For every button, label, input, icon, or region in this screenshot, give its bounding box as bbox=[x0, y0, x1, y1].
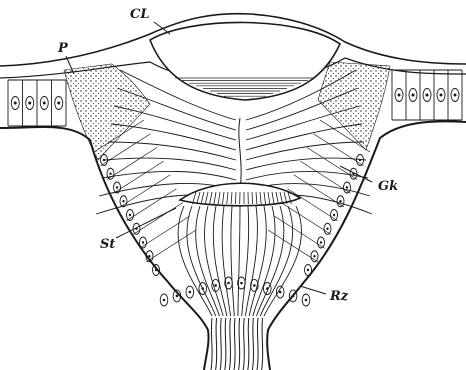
hypodermis-right-cell-nucleolus bbox=[454, 94, 457, 97]
side-cell-nucleolus-left bbox=[109, 173, 111, 175]
side-cell-wall-left bbox=[133, 203, 183, 235]
retinula-cell-wall bbox=[187, 206, 216, 316]
retinula-nucleolus bbox=[189, 291, 192, 294]
fan-right-stroke bbox=[246, 158, 366, 170]
retinula-nucleolus bbox=[253, 284, 256, 287]
nerve-fiber bbox=[229, 318, 230, 370]
nerve-fiber bbox=[239, 318, 240, 370]
nerve-fiber bbox=[220, 318, 221, 370]
optic-nerve bbox=[211, 318, 263, 370]
hypodermis-right-cell-nucleolus bbox=[412, 94, 415, 97]
side-cell-nucleolus-left bbox=[116, 186, 118, 188]
side-cell-wall-left bbox=[114, 161, 164, 193]
cl-leader-line bbox=[154, 22, 170, 34]
side-cell-nucleolus-right bbox=[307, 269, 309, 271]
side-cell-nucleolus-right bbox=[326, 228, 328, 230]
retinula-cell-wall bbox=[213, 206, 227, 316]
side-cell-nucleolus-left bbox=[155, 269, 157, 271]
rz-leader-line bbox=[300, 286, 326, 294]
fan-left-stroke bbox=[111, 124, 236, 150]
side-cell-wall-right bbox=[288, 189, 338, 221]
retinula-nucleolus bbox=[279, 291, 282, 294]
hypodermis-left-cell-nucleolus bbox=[57, 102, 60, 105]
nerve-fiber bbox=[252, 318, 253, 370]
hypodermis-left-cell-nucleolus bbox=[14, 102, 17, 105]
side-cell-wall-right bbox=[307, 148, 357, 180]
side-cell-wall-right bbox=[275, 216, 325, 248]
label-rz: Rz bbox=[329, 289, 349, 304]
retinula-nucleolus bbox=[214, 284, 217, 287]
side-cell-wall-left bbox=[107, 148, 157, 180]
side-cell-wall-right bbox=[281, 203, 331, 235]
side-cell-wall-left bbox=[140, 216, 190, 248]
nerve-fiber bbox=[225, 318, 226, 370]
retinula-cell-wall bbox=[253, 206, 275, 316]
side-cell-nucleolus-left bbox=[148, 255, 150, 257]
side-cell-wall-right bbox=[294, 175, 344, 207]
side-cell-wall-left bbox=[127, 189, 177, 221]
retinula-cell-wall bbox=[231, 206, 234, 316]
pigment-zone-right bbox=[318, 62, 390, 150]
side-cell-nucleolus-left bbox=[103, 159, 105, 161]
eye-cup-outline-right bbox=[267, 121, 466, 370]
nerve-fiber bbox=[243, 318, 244, 370]
label-st: St bbox=[100, 237, 115, 252]
retinula-cell-wall bbox=[257, 206, 284, 316]
retinula-cell-wall bbox=[238, 206, 240, 316]
nerve-fiber bbox=[257, 318, 258, 370]
hypodermis-right-cell-nucleolus bbox=[398, 94, 401, 97]
hypodermis-left-cell-nucleolus bbox=[28, 102, 31, 105]
retinula-nucleolus bbox=[176, 295, 179, 298]
retinula-nucleolus bbox=[266, 287, 269, 290]
hypodermis-right-cell-nucleolus bbox=[440, 94, 443, 97]
retinula-nucleolus bbox=[227, 282, 230, 285]
side-cell-nucleolus-right bbox=[359, 159, 361, 161]
side-cell-nucleolus-right bbox=[313, 255, 315, 257]
hypodermis-right bbox=[392, 70, 462, 120]
side-cell-nucleolus-left bbox=[129, 214, 131, 216]
side-cell-nucleolus-left bbox=[142, 241, 144, 243]
retinula-cell-wall bbox=[260, 206, 292, 316]
label-p: P bbox=[57, 41, 69, 56]
nerve-fiber bbox=[234, 318, 235, 370]
side-cell-nucleolus-right bbox=[320, 241, 322, 243]
label-gk: Gk bbox=[378, 179, 398, 194]
retinula-nucleolus bbox=[292, 295, 295, 298]
hypodermis-right-cell-nucleolus bbox=[426, 94, 429, 97]
nerve-fiber bbox=[262, 318, 263, 370]
fan-midline bbox=[239, 118, 241, 190]
retinula-cell-wall bbox=[242, 206, 249, 316]
side-cell-nucleolus-right bbox=[339, 200, 341, 202]
hypodermis-left bbox=[8, 80, 66, 126]
label-cl: CL bbox=[130, 7, 150, 22]
side-cell-nucleolus-right bbox=[333, 214, 335, 216]
retinula-nucleolus bbox=[305, 299, 308, 302]
retinula-nucleolus bbox=[163, 299, 166, 302]
hypodermis-left-cell-nucleolus bbox=[43, 102, 46, 105]
side-cell-nucleolus-right bbox=[346, 186, 348, 188]
nerve-fiber bbox=[248, 318, 249, 370]
side-cell-wall-right bbox=[301, 161, 351, 193]
nerve-fiber bbox=[211, 318, 212, 370]
retinula-nucleolus bbox=[201, 287, 204, 290]
nerve-fiber bbox=[216, 318, 217, 370]
retinula-nucleolus bbox=[240, 282, 243, 285]
side-cell-wall-left bbox=[146, 230, 196, 262]
side-cell-nucleolus-left bbox=[122, 200, 124, 202]
side-cell-wall-left bbox=[120, 175, 170, 207]
